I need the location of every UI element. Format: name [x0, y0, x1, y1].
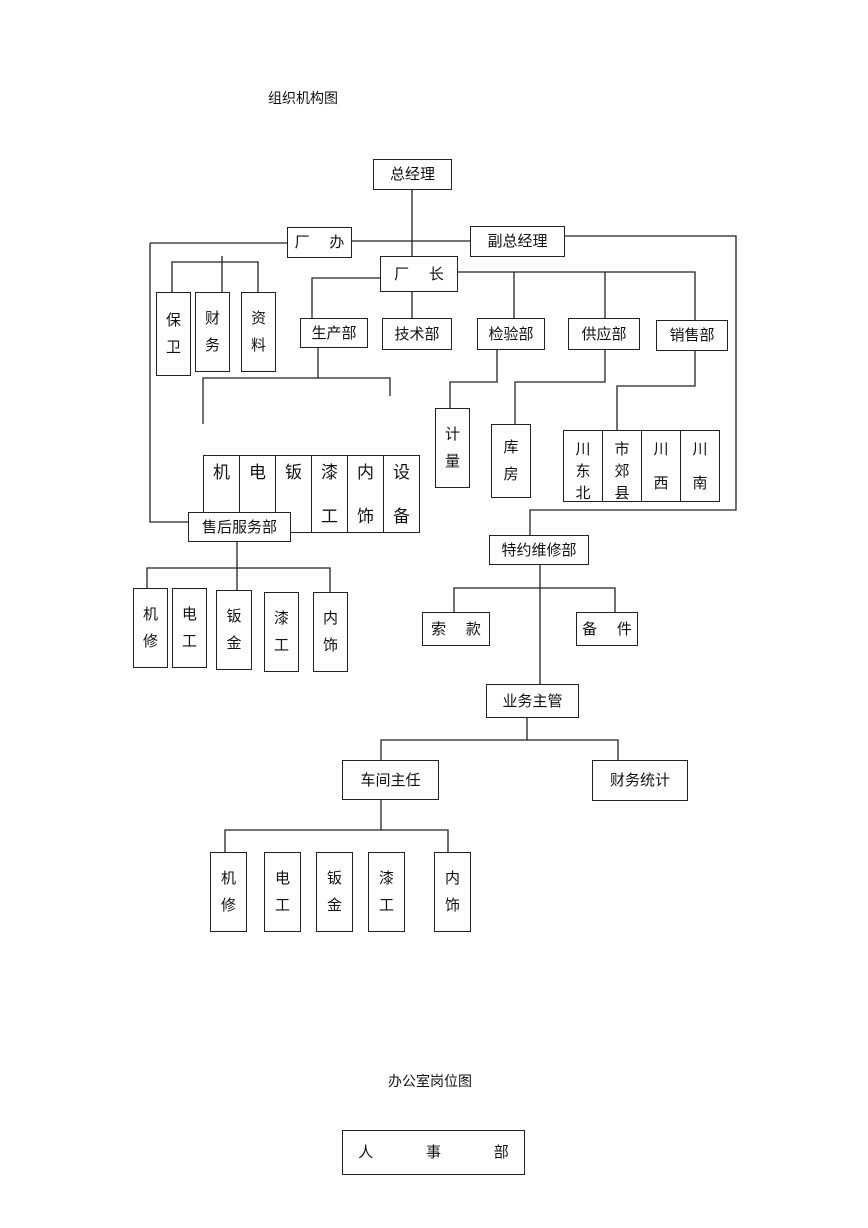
node-special-repair: 特约维修部	[489, 535, 589, 565]
node-collection: 索 款	[422, 612, 490, 646]
workshop-team: 电工	[264, 852, 301, 932]
node-spare-parts: 备 件	[576, 612, 638, 646]
after-sales-team: 钣金	[216, 590, 252, 670]
node-inspection-dept: 检验部	[477, 318, 545, 350]
workshop-cell: 设备	[383, 456, 419, 532]
workshop-team: 机修	[210, 852, 247, 932]
node-supply-dept: 供应部	[568, 318, 640, 350]
after-sales-team: 漆工	[264, 592, 299, 672]
node-factory-director: 厂 长	[380, 256, 458, 292]
node-records: 资料	[241, 292, 276, 372]
region-cell: 川东北	[575, 440, 591, 502]
node-metrology: 计量	[435, 408, 470, 488]
workshop-cell: 电	[239, 456, 275, 532]
workshop-cell: 钣	[275, 456, 311, 532]
node-warehouse: 库房	[491, 424, 531, 498]
node-workshop-director: 车间主任	[342, 760, 439, 800]
region-cell: 川南	[680, 431, 719, 501]
region-cell: 川西	[641, 431, 680, 501]
node-sales-dept: 销售部	[656, 320, 728, 351]
node-business-supervisor: 业务主管	[486, 684, 579, 718]
sales-regions-table: 川东北 市郊县 川西 川南	[563, 430, 720, 502]
after-sales-team: 机修	[133, 588, 168, 668]
node-finance: 财务	[195, 292, 230, 372]
node-general-manager: 总经理	[373, 159, 452, 190]
node-factory-office: 厂 办	[287, 227, 352, 258]
node-security: 保卫	[156, 292, 191, 376]
workshop-cell: 机	[213, 463, 230, 483]
workshop-cell: 漆工	[311, 456, 347, 532]
node-after-sales: 售后服务部	[188, 512, 291, 542]
workshop-cell: 内饰	[347, 456, 383, 532]
node-technology-dept: 技术部	[382, 318, 452, 350]
after-sales-team: 内饰	[313, 592, 348, 672]
node-production-dept: 生产部	[300, 318, 368, 348]
after-sales-team: 电工	[172, 588, 207, 668]
workshop-team: 漆工	[368, 852, 405, 932]
workshop-team: 钣金	[316, 852, 353, 932]
node-hr-dept: 人 事 部	[342, 1130, 525, 1175]
workshop-team: 内饰	[434, 852, 471, 932]
chart-title: 组织机构图	[268, 91, 338, 107]
office-chart-title: 办公室岗位图	[388, 1074, 472, 1090]
node-finance-stats: 财务统计	[592, 760, 688, 801]
node-deputy-gm: 副总经理	[470, 226, 565, 257]
region-cell: 市郊县	[602, 431, 641, 502]
